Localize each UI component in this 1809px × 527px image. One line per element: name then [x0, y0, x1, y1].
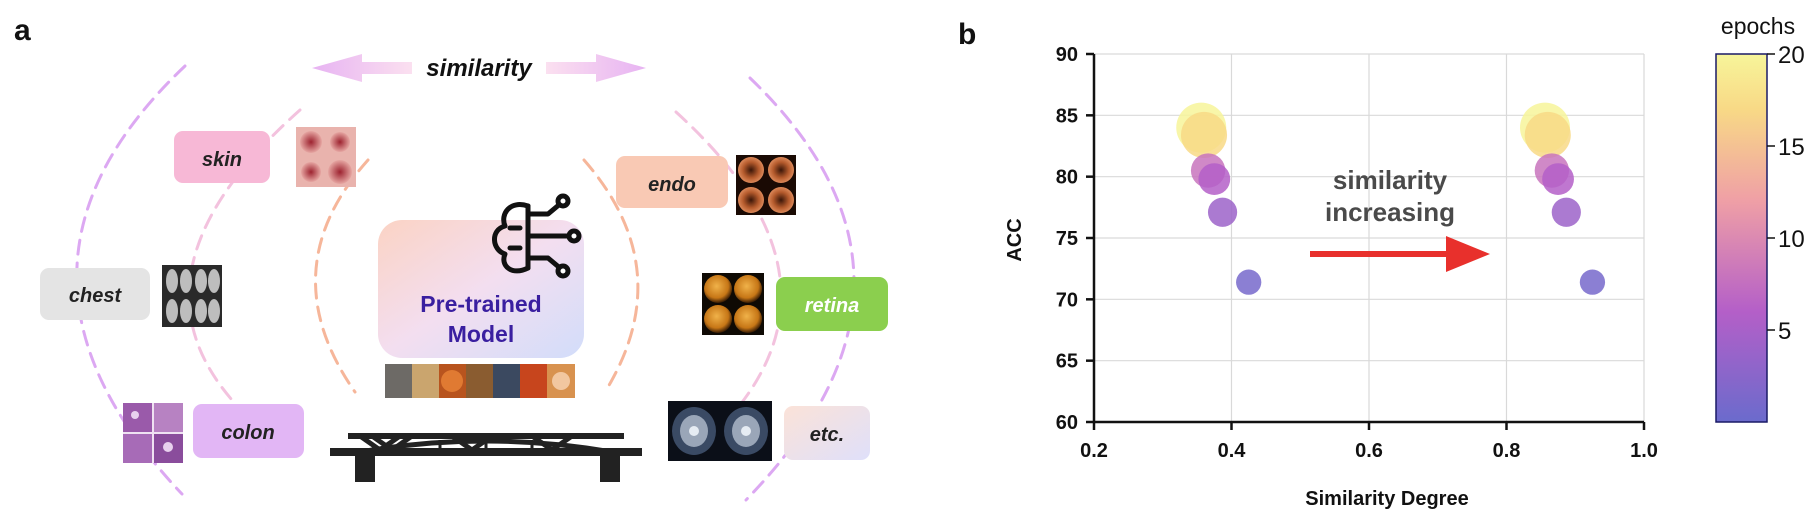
scatter-points	[1176, 102, 1606, 295]
skin-image	[296, 127, 356, 187]
panel-b-label: b	[958, 18, 976, 51]
y-tick-label: 65	[1056, 351, 1078, 373]
domain-skin-tag	[174, 131, 270, 183]
brain-circuit-icon	[492, 193, 582, 279]
y-tick-label: 90	[1056, 44, 1078, 66]
domain-etc-tag	[784, 406, 870, 460]
colorbar-ticks: 5 10 15 20	[1767, 42, 1805, 345]
inner-arc-left	[314, 158, 370, 394]
ct-image	[668, 401, 772, 461]
x-tick-label: 0.8	[1493, 440, 1521, 462]
colon-image	[123, 403, 183, 463]
model-label-line1: Pre-trained	[420, 291, 541, 317]
colorbar	[1715, 53, 1768, 423]
mid-arc-right	[674, 110, 783, 412]
domain-chest-label: chest	[69, 285, 123, 307]
colorbar-tick-label: 5	[1778, 318, 1791, 345]
chest-image	[162, 265, 222, 327]
scatter-point	[1207, 197, 1238, 227]
domain-colon-label: colon	[221, 422, 274, 444]
domain-endo-label: endo	[648, 174, 696, 196]
natural-image-strip	[385, 364, 575, 398]
x-tick-label: 0.6	[1355, 440, 1383, 462]
scatter-point	[1198, 163, 1231, 196]
plot-grid	[1094, 53, 1645, 422]
model-box	[378, 220, 584, 358]
colorbar-title: epochs	[1721, 13, 1795, 39]
y-tick-label: 60	[1056, 412, 1078, 434]
annotation-line2: increasing	[1325, 197, 1455, 227]
bridge-icon	[330, 433, 642, 482]
increase-arrow-icon	[1310, 236, 1490, 272]
scatter-point	[1542, 163, 1574, 196]
model-label-line2: Model	[448, 321, 514, 347]
plot-tick-labels: 0.2 0.4 0.6 0.8 1.0 60 65 70 75 80 85 90	[1056, 44, 1658, 462]
x-axis-label: Similarity Degree	[1305, 488, 1468, 510]
scatter-point	[1236, 269, 1262, 295]
panel-a-label: a	[14, 14, 31, 47]
y-tick-label: 85	[1056, 105, 1078, 127]
panel-b: b 0.2 0.4 0.6 0.8 1.0 60 65 70 75 80 85 90 Similari…	[958, 13, 1805, 510]
inner-arc-right	[582, 158, 640, 394]
x-tick-label: 1.0	[1630, 440, 1658, 462]
y-axis-label: ACC	[1004, 218, 1026, 261]
colorbar-tick-label: 15	[1778, 134, 1805, 161]
domain-endo-tag	[616, 156, 728, 208]
domain-chest-tag	[40, 268, 150, 320]
y-tick-label: 80	[1056, 167, 1078, 189]
scatter-point	[1551, 197, 1581, 227]
plot-axes	[1086, 52, 1646, 430]
similarity-label: similarity	[426, 55, 533, 82]
domain-etc-label: etc.	[810, 424, 844, 446]
x-tick-label: 0.4	[1218, 440, 1247, 462]
double-arrow-icon	[312, 54, 646, 82]
scatter-point	[1180, 111, 1228, 159]
retina-image	[702, 273, 764, 335]
scatter-point	[1579, 269, 1606, 295]
panel-a: a similarity	[14, 14, 888, 502]
colorbar-tick-label: 10	[1778, 226, 1805, 253]
endo-image	[736, 155, 796, 215]
domain-retina-label: retina	[805, 295, 859, 317]
colorbar-tick-label: 20	[1778, 42, 1805, 69]
domain-colon-tag	[193, 404, 304, 458]
domain-retina-tag	[776, 277, 888, 331]
x-tick-label: 0.2	[1080, 440, 1108, 462]
annotation-line1: similarity	[1333, 165, 1448, 195]
domain-skin-label: skin	[202, 149, 242, 171]
y-tick-label: 75	[1056, 228, 1078, 250]
y-tick-label: 70	[1056, 289, 1078, 311]
scatter-point	[1524, 111, 1571, 159]
